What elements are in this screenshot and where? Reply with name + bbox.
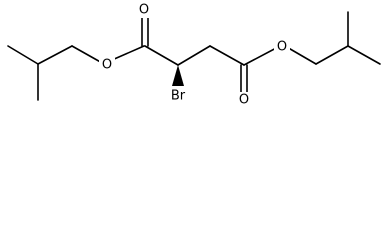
bromine-label: Br [171, 89, 186, 104]
bond-left-isobutyl-ch [37, 45, 73, 65]
bond-right-isobutyl-ch [315, 45, 349, 65]
carbonyl-oxygen-left-label: O [139, 3, 149, 18]
bond-right-methyl-bottom [347, 45, 381, 65]
bond-ch2-to-right-carbonyl [209, 45, 245, 66]
ether-oxygen-left-label: O [102, 58, 112, 73]
bond-right-o-ch2 [284, 45, 317, 65]
mask-carbonyl-oxygen-left [136, 2, 152, 18]
mask-carbonyl-oxygen-right [236, 92, 252, 108]
bond-left-methyl-top [7, 45, 39, 65]
bond-carbonyl-to-alpha-carbon [144, 45, 179, 66]
bond-alpha-to-ch2 [177, 45, 211, 66]
carbonyl-oxygen-right-label: O [239, 93, 249, 108]
wedge-bond-to-bromine [172, 65, 184, 86]
molecule-diagram: O O Br O O [7, 2, 381, 108]
ether-oxygen-right-label: O [277, 40, 287, 55]
mask-ether-oxygen-right [274, 39, 290, 55]
mask-ether-oxygen-left [99, 57, 115, 73]
bond-left-ch2 [71, 45, 105, 65]
bond-left-o-carbonyl [111, 45, 145, 61]
mask-bromine [167, 87, 189, 104]
